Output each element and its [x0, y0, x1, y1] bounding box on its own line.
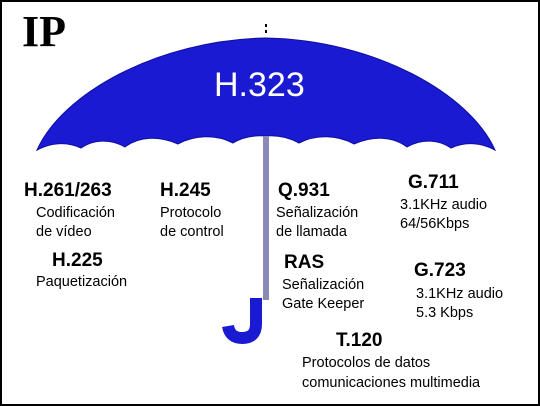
- g723-code: G.723: [414, 260, 466, 281]
- h261-263-desc-line-2: de vídeo: [36, 224, 92, 240]
- ras-desc-line-1: Señalización: [282, 277, 365, 293]
- h261-263-code: H.261/263: [24, 180, 112, 201]
- g711-desc-line-1: 3.1KHz audio: [400, 197, 488, 213]
- ras-desc-line-2: Gate Keeper: [282, 296, 365, 312]
- q931-desc-line-2: de llamada: [276, 224, 347, 240]
- t120-desc-line-1: Protocolos de datos: [302, 355, 431, 371]
- ip-title: IP: [22, 7, 66, 56]
- umbrella-canopy: [35, 37, 497, 152]
- t120-code: T.120: [336, 330, 383, 351]
- h225-desc: Paquetización: [36, 274, 128, 290]
- ras-code: RAS: [284, 252, 325, 273]
- q931-desc-line-1: Señalización: [276, 205, 359, 221]
- g723-desc-line-2: 5.3 Kbps: [416, 305, 474, 321]
- h245-desc-line-1: Protocolo: [160, 205, 222, 221]
- umbrella-pole: [263, 136, 269, 300]
- h245-code: H.245: [160, 180, 211, 201]
- umbrella-handle: [222, 298, 262, 345]
- h261-263-desc-line-1: Codificación: [36, 205, 115, 221]
- g723-desc-line-1: 3.1KHz audio: [416, 286, 504, 302]
- h323-label: H.323: [214, 66, 305, 104]
- h245-desc-line-2: de control: [160, 224, 224, 240]
- g711-code: G.711: [408, 172, 459, 193]
- g711-desc-line-2: 64/56Kbps: [400, 216, 470, 232]
- h225-code: H.225: [52, 250, 103, 271]
- t120-desc-line-2: comunicaciones multimedia: [302, 375, 481, 391]
- q931-code: Q.931: [278, 180, 330, 201]
